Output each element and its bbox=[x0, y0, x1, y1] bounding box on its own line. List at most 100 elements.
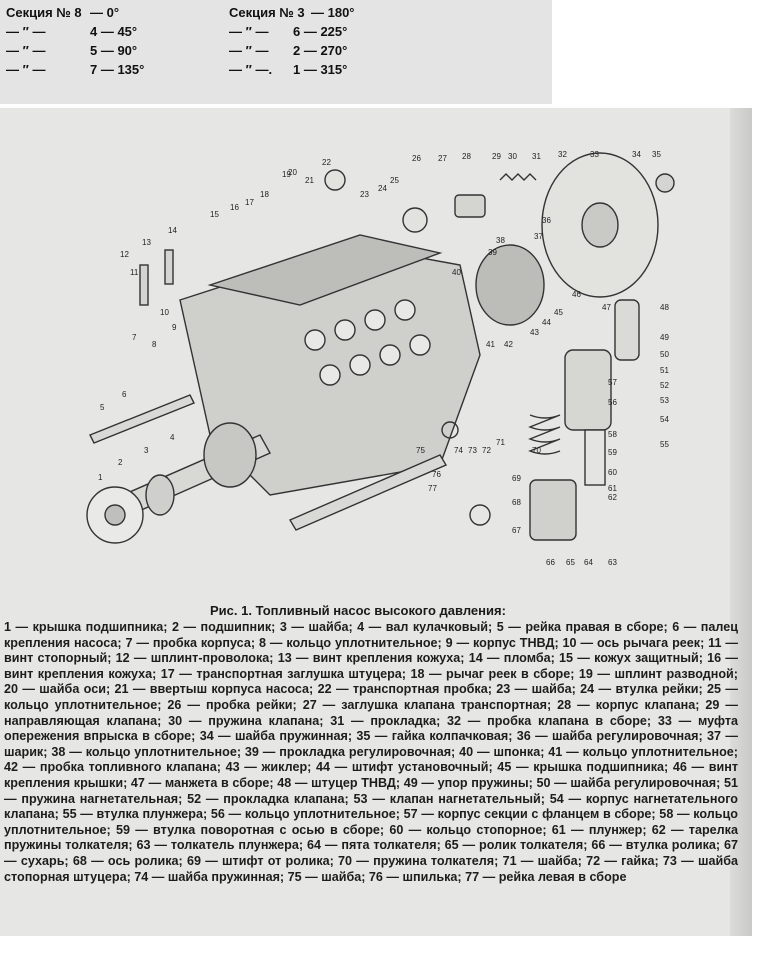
callout-number: 51 bbox=[660, 366, 669, 375]
callout-number: 35 bbox=[652, 150, 661, 159]
callout-number: 70 bbox=[532, 446, 541, 455]
callout-number: 29 bbox=[492, 152, 501, 161]
callout-number: 30 bbox=[508, 152, 517, 161]
parts-legend: 1 — крышка подшипника; 2 — подшипник; 3 … bbox=[4, 620, 738, 884]
coupling-flange bbox=[475, 244, 545, 326]
callout-number: 6 bbox=[122, 390, 127, 399]
section-label: — ″ — bbox=[6, 62, 46, 77]
callout-number: 13 bbox=[142, 238, 151, 247]
section-housing bbox=[564, 349, 612, 431]
section-label: — ″ — bbox=[6, 24, 46, 39]
callout-number: 55 bbox=[660, 440, 669, 449]
callout-number: 34 bbox=[632, 150, 641, 159]
callout-number: 60 bbox=[608, 468, 617, 477]
plunger-bushing bbox=[584, 429, 606, 486]
callout-number: 58 bbox=[608, 430, 617, 439]
section-label: Секция № 3 bbox=[229, 5, 305, 20]
callout-number: 3 bbox=[144, 446, 149, 455]
callout-number: 32 bbox=[558, 150, 567, 159]
callout-number: 67 bbox=[512, 526, 521, 535]
callout-number: 21 bbox=[305, 176, 314, 185]
section-angle: — 180° bbox=[311, 5, 355, 20]
callout-number: 24 bbox=[378, 184, 387, 193]
tappet-spring bbox=[528, 414, 561, 455]
diagram-parts bbox=[86, 152, 675, 544]
callout-number: 4 bbox=[170, 433, 175, 442]
valve-spring bbox=[499, 173, 537, 181]
callout-number: 16 bbox=[230, 203, 239, 212]
callout-number: 27 bbox=[438, 154, 447, 163]
callout-number: 7 bbox=[132, 333, 137, 342]
callout-number: 57 bbox=[608, 378, 617, 387]
plunger-sections bbox=[304, 299, 431, 386]
callout-number: 5 bbox=[100, 403, 105, 412]
callout-number: 52 bbox=[660, 381, 669, 390]
callout-number: 33 bbox=[590, 150, 599, 159]
callout-number: 15 bbox=[210, 210, 219, 219]
tappet bbox=[529, 479, 577, 541]
callout-number: 56 bbox=[608, 398, 617, 407]
callout-number: 73 bbox=[468, 446, 477, 455]
callout-number: 59 bbox=[608, 448, 617, 457]
callout-number: 50 bbox=[660, 350, 669, 359]
callout-number: 64 bbox=[584, 558, 593, 567]
section-angle: 2 — 270° bbox=[293, 43, 348, 58]
callout-number: 69 bbox=[512, 474, 521, 483]
callout-number: 66 bbox=[546, 558, 555, 567]
fastening-screw bbox=[139, 264, 149, 306]
callout-number: 76 bbox=[432, 470, 441, 479]
callout-number: 38 bbox=[496, 236, 505, 245]
rack-right bbox=[89, 394, 195, 444]
callout-number: 44 bbox=[542, 318, 551, 327]
section-label: — ″ —. bbox=[229, 62, 273, 77]
seal-ring bbox=[469, 504, 491, 526]
callout-number: 12 bbox=[120, 250, 129, 259]
callout-number: 39 bbox=[488, 248, 497, 257]
section-row: Секция № 8 — 0° Секция № 3 — 180° bbox=[6, 3, 546, 22]
section-angle: 5 — 90° bbox=[90, 43, 138, 58]
section-angle: 4 — 45° bbox=[90, 24, 138, 39]
rack-left bbox=[288, 454, 448, 531]
callout-number: 47 bbox=[602, 303, 611, 312]
callout-number: 40 bbox=[452, 268, 461, 277]
callout-number: 71 bbox=[496, 438, 505, 447]
section-label: — ″ — bbox=[229, 43, 269, 58]
callout-number: 74 bbox=[454, 446, 463, 455]
section-angle: — 0° bbox=[90, 5, 120, 20]
callout-number: 19 bbox=[282, 170, 291, 179]
callout-number: 8 bbox=[152, 340, 157, 349]
callout-number: 53 bbox=[660, 396, 669, 405]
figure-caption: Рис. 1. Топливный насос высокого давлени… bbox=[210, 603, 506, 618]
callout-number: 49 bbox=[660, 333, 669, 342]
section-row: — ″ — 4 — 45° — ″ — 6 — 225° bbox=[6, 22, 546, 41]
callout-number: 1 bbox=[98, 473, 103, 482]
pump-housing-top bbox=[207, 234, 443, 306]
cap-nut bbox=[655, 173, 675, 193]
callout-number: 48 bbox=[660, 303, 669, 312]
rack-bushing bbox=[402, 207, 428, 233]
callout-number: 17 bbox=[245, 198, 254, 207]
callout-number: 2 bbox=[118, 458, 123, 467]
callout-number: 68 bbox=[512, 498, 521, 507]
callout-number: 28 bbox=[462, 152, 471, 161]
cam-gear bbox=[203, 422, 257, 488]
delivery-valve-fitting bbox=[614, 299, 640, 361]
callout-number: 36 bbox=[542, 216, 551, 225]
callout-number: 45 bbox=[554, 308, 563, 317]
lock-screw bbox=[164, 249, 174, 285]
section-angle: 1 — 315° bbox=[293, 62, 348, 77]
callout-number: 43 bbox=[530, 328, 539, 337]
callout-number: 9 bbox=[172, 323, 177, 332]
section-angle-table: Секция № 8 — 0° Секция № 3 — 180° — ″ — … bbox=[6, 3, 546, 79]
section-row: — ″ — 7 — 135° — ″ —. 1 — 315° bbox=[6, 60, 546, 79]
callout-number: 22 bbox=[322, 158, 331, 167]
callout-number: 23 bbox=[360, 190, 369, 199]
valve-body bbox=[454, 194, 486, 218]
callout-number: 41 bbox=[486, 340, 495, 349]
callout-number: 63 bbox=[608, 558, 617, 567]
callout-number: 18 bbox=[260, 190, 269, 199]
callout-number: 25 bbox=[390, 176, 399, 185]
section-label: — ″ — bbox=[6, 43, 46, 58]
callout-number: 72 bbox=[482, 446, 491, 455]
callout-number: 10 bbox=[160, 308, 169, 317]
